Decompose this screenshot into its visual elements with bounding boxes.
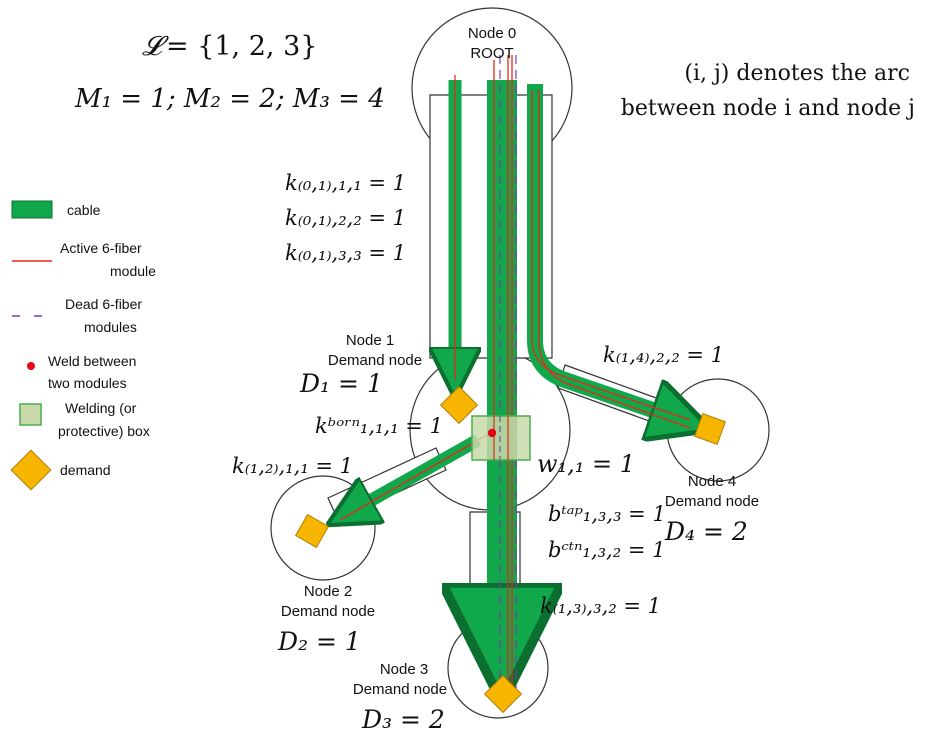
node-2-subtitle: Demand node bbox=[281, 603, 375, 620]
weld-point bbox=[487, 428, 497, 438]
legend-active-label-1: Active 6-fiber bbox=[60, 240, 142, 256]
welding-box bbox=[471, 415, 531, 461]
node-4-subtitle: Demand node bbox=[665, 493, 759, 510]
node-1-subtitle: Demand node bbox=[328, 352, 422, 369]
set-rhs: = {1, 2, 3} bbox=[166, 31, 317, 62]
legend-dead-label-2: modules bbox=[84, 319, 137, 335]
node-0-title: Node 0 bbox=[468, 25, 516, 42]
node-2-title: Node 2 bbox=[304, 583, 352, 600]
legend-weld-label-2: two modules bbox=[48, 375, 127, 391]
arc-note-line1: (i, j) denotes the arc bbox=[684, 61, 910, 86]
legend-box-label-1: Welding (or bbox=[65, 400, 137, 416]
active-module-1-2 bbox=[339, 431, 493, 521]
legend-cable-label: cable bbox=[67, 202, 101, 218]
arc-note-line2: between node i and node j bbox=[621, 96, 915, 121]
label-k13: k₍₁,₃₎,₃,₂ = 1 bbox=[540, 594, 661, 618]
set-lhs: 𝓛 bbox=[142, 31, 169, 62]
active-module-0-4-a bbox=[531, 90, 691, 421]
legend-weld-swatch bbox=[27, 362, 35, 370]
label-k12: k₍₁,₂₎,₁,₁ = 1 bbox=[232, 454, 353, 478]
node-3-subtitle: Demand node bbox=[353, 681, 447, 698]
label-k01-3: k₍₀,₁₎,₃,₃ = 1 bbox=[285, 241, 406, 265]
legend-dead-label-1: Dead 6-fiber bbox=[65, 296, 142, 312]
cable-0-4 bbox=[527, 84, 688, 422]
demand-node-3 bbox=[483, 674, 523, 714]
node-3-demand: D₃ = 2 bbox=[361, 705, 445, 734]
legend-demand-swatch bbox=[10, 449, 52, 491]
legend-active-label-2: module bbox=[110, 263, 156, 279]
legend-box-label-2: protective) box bbox=[58, 423, 150, 439]
demand-node-2 bbox=[294, 513, 330, 549]
node-1-title: Node 1 bbox=[346, 332, 394, 349]
label-k01-1: k₍₀,₁₎,₁,₁ = 1 bbox=[285, 171, 406, 195]
label-btap: bᵗᵃᵖ₁,₃,₃ = 1 bbox=[548, 502, 666, 526]
node-1-demand: D₁ = 1 bbox=[299, 369, 383, 398]
label-kborn: kᵇᵒʳⁿ₁,₁,₁ = 1 bbox=[315, 414, 443, 438]
legend-box-swatch bbox=[19, 403, 42, 426]
node-0-subtitle: ROOT bbox=[470, 45, 513, 62]
active-module-0-4-b bbox=[538, 90, 691, 429]
label-w11: w₁,₁ = 1 bbox=[537, 450, 635, 478]
label-k01-2: k₍₀,₁₎,₂,₂ = 1 bbox=[285, 206, 406, 230]
legend-cable-swatch bbox=[11, 200, 53, 219]
label-bctn: bᶜᵗⁿ₁,₃,₂ = 1 bbox=[548, 538, 665, 562]
legend-demand-label: demand bbox=[60, 462, 111, 478]
demand-node-4 bbox=[693, 412, 727, 446]
node-2-circle bbox=[270, 475, 376, 581]
legend: cable Active 6-fiber module Dead 6-fiber… bbox=[10, 200, 156, 491]
node-4-demand: D₄ = 2 bbox=[664, 517, 748, 546]
m-values: M₁ = 1; M₂ = 2; M₃ = 4 bbox=[74, 84, 385, 114]
legend-weld-label-1: Weld between bbox=[48, 353, 136, 369]
label-k14: k₍₁,₄₎,₂,₂ = 1 bbox=[603, 343, 724, 367]
node-2-demand: D₂ = 1 bbox=[277, 627, 361, 656]
demand-node-1 bbox=[439, 385, 479, 425]
node-4-title: Node 4 bbox=[688, 473, 736, 490]
node-3-title: Node 3 bbox=[380, 661, 428, 678]
